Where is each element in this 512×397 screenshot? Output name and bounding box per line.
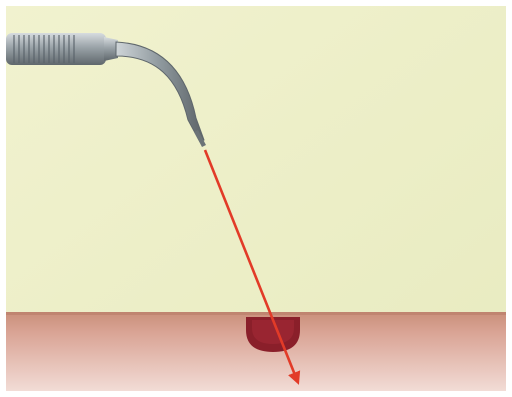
lesion-highlight [252,320,294,344]
tissue-surface-line [6,312,506,315]
handpiece-grip [6,33,106,65]
